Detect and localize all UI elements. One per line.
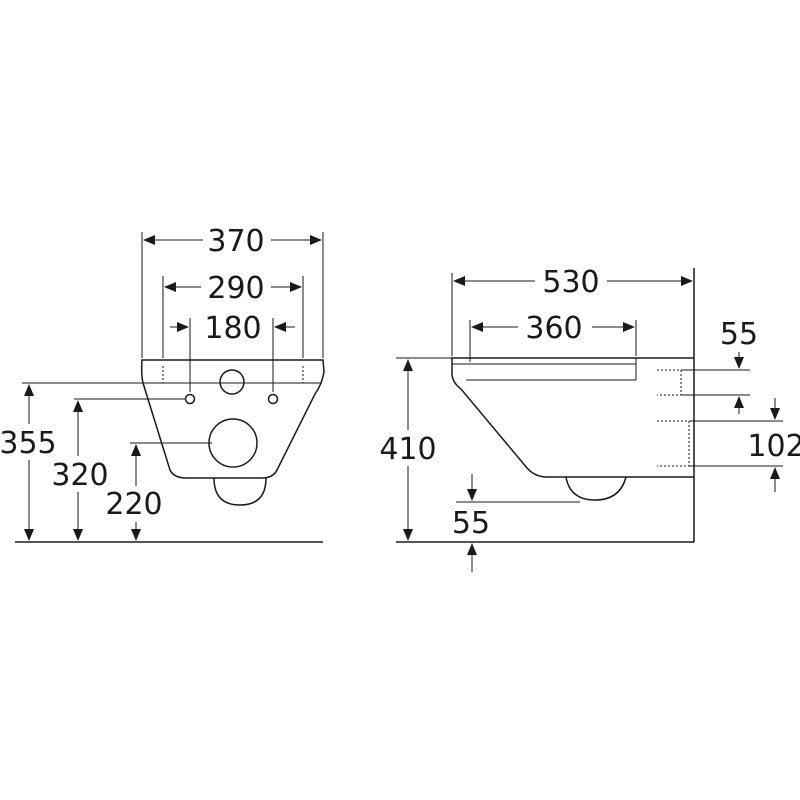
front-height-fixing-label: 320 — [51, 458, 108, 493]
front-outlet-hole — [208, 418, 258, 468]
front-inlet-hole — [219, 369, 245, 395]
front-outlet-bulge — [213, 477, 267, 506]
front-width-overall-label: 370 — [207, 224, 264, 259]
front-fixing-hole-right — [267, 393, 279, 405]
front-fixing-hole-left — [184, 393, 196, 405]
side-depth-seat-label: 360 — [525, 311, 582, 346]
front-bowl-outline — [140, 359, 325, 479]
front-width-fixing-label: 290 — [207, 271, 264, 306]
front-height-top-label: 355 — [0, 426, 57, 461]
front-height-outlet-label: 220 — [105, 487, 162, 522]
side-outlet-bulge — [565, 476, 627, 501]
side-outlet-dashed — [657, 420, 690, 467]
side-height-overall-label: 410 — [379, 432, 436, 467]
side-outlet-height-label: 102 — [747, 429, 800, 464]
side-outlet-bottom-label: 55 — [452, 506, 490, 541]
side-view: 530 360 410 55 102 55 — [378, 265, 800, 572]
front-view: 370 290 180 355 320 220 — [0, 224, 325, 543]
side-inlet-offset-label: 55 — [720, 317, 758, 352]
front-width-pipes-label: 180 — [204, 311, 261, 346]
side-inlet-dashed — [657, 369, 682, 396]
side-bowl-outline — [451, 357, 694, 478]
side-depth-overall-label: 530 — [542, 265, 599, 300]
